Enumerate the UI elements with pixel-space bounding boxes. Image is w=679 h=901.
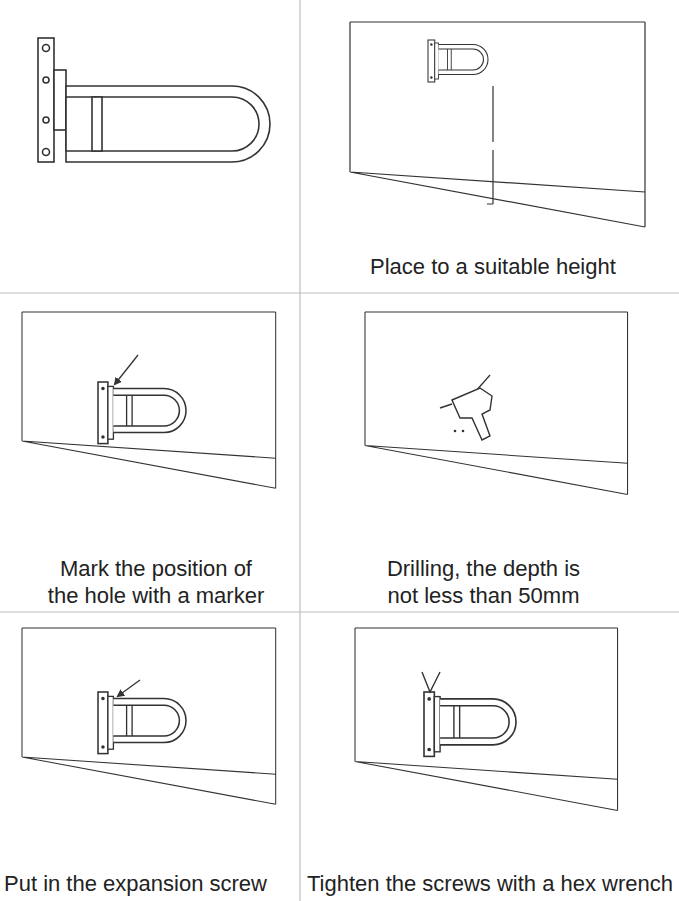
step-caption: Put in the expansion screw <box>4 870 267 897</box>
step-caption: Mark the position of the hole with a mar… <box>45 555 267 609</box>
wall-scene <box>350 22 645 227</box>
step-caption: Place to a suitable height <box>370 253 616 280</box>
screw-scene <box>22 628 276 804</box>
step-caption: Drilling, the depth is not less than 50m… <box>376 555 591 609</box>
mark-scene <box>22 312 276 488</box>
drill-scene <box>365 312 628 494</box>
grab-bar <box>38 38 270 162</box>
wrench-scene <box>355 628 618 810</box>
step-caption: Tighten the screws with a hex wrench <box>307 870 673 897</box>
